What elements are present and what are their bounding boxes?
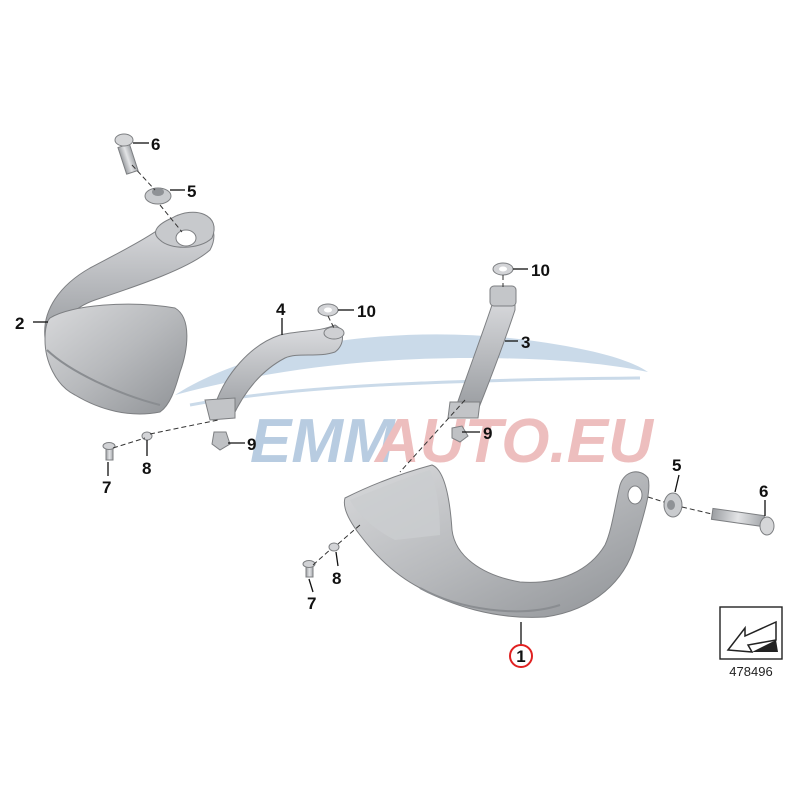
callout-8-left[interactable]: 8 bbox=[142, 459, 151, 478]
callout-9-right[interactable]: 9 bbox=[483, 424, 492, 443]
callout-10-right[interactable]: 10 bbox=[531, 261, 550, 280]
screw-right-head bbox=[302, 560, 316, 568]
screw-left[interactable] bbox=[102, 442, 116, 461]
callout-5-right[interactable]: 5 bbox=[672, 456, 681, 475]
spacer-right-hole bbox=[667, 500, 675, 510]
washer-left[interactable] bbox=[317, 303, 339, 317]
left-handguard[interactable] bbox=[44, 211, 215, 415]
mounting-bracket-right[interactable] bbox=[447, 285, 517, 419]
left-handguard-bore-hole bbox=[175, 229, 197, 247]
screw-left-head bbox=[102, 442, 116, 450]
washer-small-right-ring bbox=[328, 542, 340, 552]
bracket-left-foot bbox=[204, 397, 236, 421]
leader-lines bbox=[33, 142, 766, 645]
nut-left[interactable] bbox=[211, 431, 231, 451]
watermark-swoosh-underline bbox=[189, 376, 641, 407]
nut-right-body bbox=[451, 425, 469, 443]
callout-5-top[interactable]: 5 bbox=[187, 182, 196, 201]
bolt-top-head bbox=[114, 133, 134, 147]
left-handguard-rim bbox=[46, 349, 161, 406]
bracket-left-pad bbox=[323, 326, 345, 340]
callouts: 6 5 2 4 10 10 3 9 9 7 8 7 8 5 6 1 bbox=[15, 135, 768, 668]
spacer-top[interactable] bbox=[144, 187, 172, 205]
washer-small-left[interactable] bbox=[141, 431, 153, 441]
bracket-left-body bbox=[214, 324, 343, 419]
nut-right[interactable] bbox=[451, 425, 469, 443]
bolt-right-shank bbox=[710, 507, 766, 528]
bracket-right-foot bbox=[447, 401, 481, 419]
left-handguard-shell bbox=[44, 303, 188, 415]
watermark-text-left: EMM bbox=[250, 407, 396, 476]
callout-3[interactable]: 3 bbox=[521, 333, 530, 352]
callout-7-left[interactable]: 7 bbox=[102, 478, 111, 497]
right-handguard-inner bbox=[350, 470, 440, 540]
right-handguard-mount-hole bbox=[627, 485, 643, 505]
assembly-lines bbox=[112, 164, 713, 566]
bolt-right-head bbox=[759, 516, 775, 536]
spacer-right[interactable] bbox=[663, 492, 683, 518]
bolt-top-shank bbox=[117, 143, 139, 175]
washer-right-hole bbox=[499, 266, 507, 272]
direction-arrow-icon bbox=[726, 620, 777, 653]
bracket-right-top bbox=[489, 285, 517, 307]
callout-6-top[interactable]: 6 bbox=[151, 135, 160, 154]
bolt-right[interactable] bbox=[710, 507, 775, 536]
screw-right[interactable] bbox=[302, 560, 316, 578]
washer-left-hole bbox=[324, 307, 332, 313]
reference-number: 478496 bbox=[729, 664, 772, 679]
callout-6-right[interactable]: 6 bbox=[759, 482, 768, 501]
callout-7-right[interactable]: 7 bbox=[307, 594, 316, 613]
nut-left-body bbox=[211, 431, 231, 451]
right-handguard[interactable] bbox=[343, 464, 650, 618]
right-handguard-rim bbox=[419, 587, 561, 613]
callout-9-left[interactable]: 9 bbox=[247, 435, 256, 454]
watermark-text-right: AUTO.EU bbox=[373, 407, 655, 476]
reference-box: 478496 bbox=[719, 606, 783, 679]
washer-right[interactable] bbox=[492, 262, 514, 276]
washer-small-left-ring bbox=[141, 431, 153, 441]
washer-small-right[interactable] bbox=[328, 542, 340, 552]
callout-8-right[interactable]: 8 bbox=[332, 569, 341, 588]
callout-4[interactable]: 4 bbox=[276, 300, 286, 319]
callout-10-left[interactable]: 10 bbox=[357, 302, 376, 321]
callout-1-highlight-ring bbox=[509, 644, 533, 668]
direction-arrow-shadow bbox=[752, 640, 778, 652]
mounting-bracket-left[interactable] bbox=[204, 324, 345, 421]
callout-1[interactable]: 1 bbox=[516, 647, 525, 666]
callout-2[interactable]: 2 bbox=[15, 314, 24, 333]
